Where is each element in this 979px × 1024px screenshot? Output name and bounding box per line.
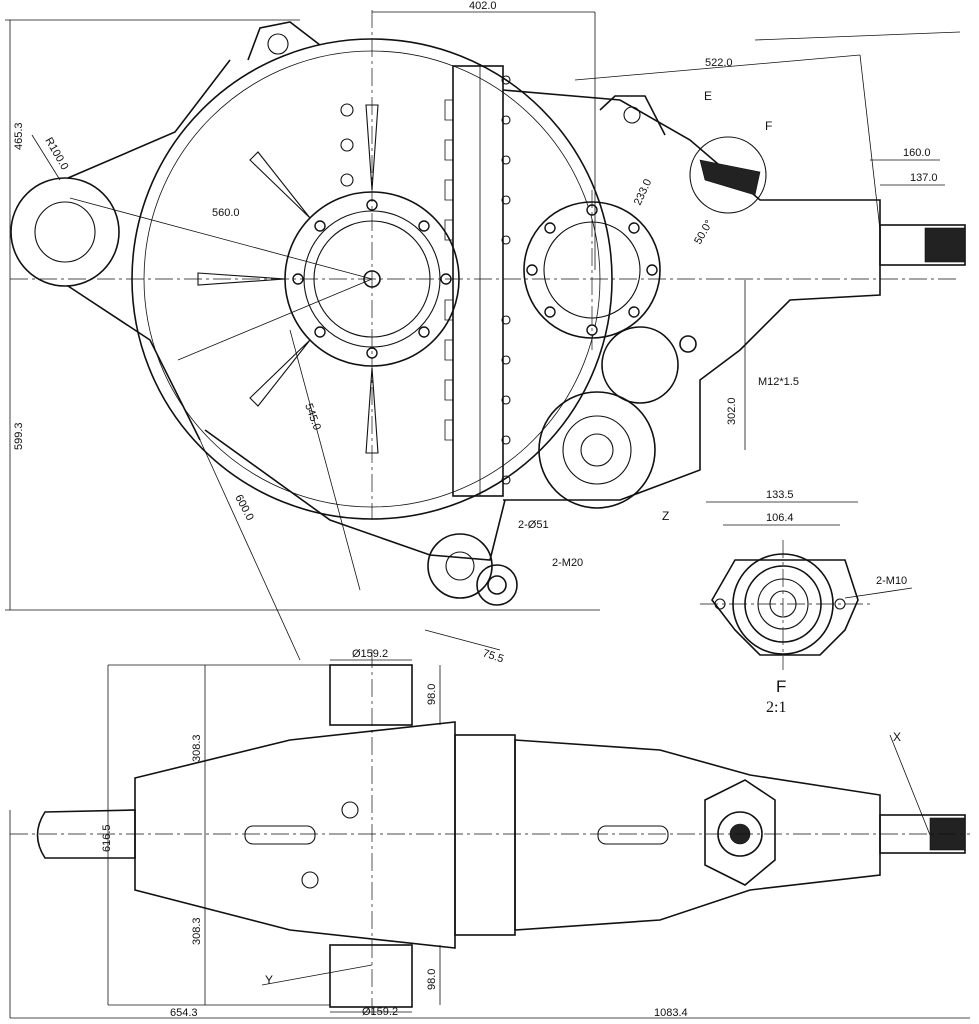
dim-160: 160.0 [903, 147, 931, 159]
dim-98-top: 98.0 [426, 684, 438, 705]
dim-545: 545.0 [302, 402, 323, 432]
plan-left-eye [36, 809, 136, 859]
label-x: X [893, 730, 901, 744]
detail-f-scale: 2:1 [766, 699, 786, 716]
dim-233: 233.0 [632, 177, 655, 207]
detail-f: 133.5 106.4 2-M10 F 2:1 [700, 489, 913, 716]
label-z: Z [662, 509, 669, 523]
detail-f-name: F [776, 677, 786, 696]
dim-angle50: 50.0° [692, 218, 715, 246]
split-flange [452, 65, 504, 497]
detail-e-part [699, 159, 761, 196]
right-housing [502, 89, 881, 501]
plan-top-hub [329, 664, 413, 726]
plan-hex-boss [704, 779, 776, 886]
dim-599: 599.3 [13, 422, 25, 450]
dim-hole51: 2-Ø51 [518, 519, 549, 531]
label-e: E [704, 89, 712, 103]
side-view [10, 10, 966, 606]
dim-m20: 2-M20 [552, 557, 583, 569]
dim-465: 465.3 [13, 122, 25, 150]
dim-98-bot: 98.0 [426, 969, 438, 990]
pump-cover [601, 326, 679, 404]
lower-stud-boss [476, 564, 518, 606]
dim-dia159-bot: Ø159.2 [362, 1006, 398, 1018]
dim-137: 137.0 [910, 172, 938, 184]
dim-m10: 2-M10 [876, 575, 907, 587]
plan-flange [454, 734, 516, 936]
dim-106: 106.4 [766, 512, 794, 524]
top-lug-hole [267, 33, 289, 55]
label-y: Y [265, 973, 273, 987]
right-flange-bolts [526, 204, 658, 336]
dim-133: 133.5 [766, 489, 794, 501]
detail-e-circle [689, 136, 767, 214]
dim-654: 654.3 [170, 1007, 198, 1019]
plan-dimensions: Ø159.2 98.0 308.3 616.5 308.3 98.0 Ø159.… [9, 648, 970, 1019]
right-lug [599, 95, 666, 136]
dim-616: 616.5 [101, 824, 113, 852]
dim-308-top: 308.3 [191, 734, 203, 762]
shaft-spline [924, 227, 966, 263]
side-dimensions: 402.0 R100.0 465.3 599.3 560.0 545.0 600… [5, 0, 961, 665]
left-mount-eye [10, 177, 120, 287]
dim-dia159-top: Ø159.2 [352, 648, 388, 660]
dim-m12: M12*1.5 [758, 376, 799, 388]
flange-bolts [501, 75, 511, 485]
dim-560: 560.0 [212, 207, 240, 219]
detail-f-flange [711, 559, 859, 656]
plan-view [10, 650, 970, 1015]
dim-1083: 1083.4 [654, 1007, 688, 1019]
dim-75: 75.5 [481, 647, 505, 665]
left-mount-hole [34, 201, 96, 263]
dim-308-bot: 308.3 [191, 917, 203, 945]
label-f: F [765, 119, 772, 133]
dim-top-width: 402.0 [469, 0, 497, 12]
left-mount-arm [67, 59, 231, 441]
lower-boss [538, 391, 656, 509]
lower-eye [427, 533, 493, 599]
plan-right-body [514, 739, 881, 931]
plan-left-body [134, 721, 456, 949]
gear-teeth [444, 99, 453, 441]
dim-522: 522.0 [705, 57, 733, 69]
dim-r100: R100.0 [42, 136, 70, 173]
plan-bottom-hub [329, 944, 413, 1008]
top-lug [247, 21, 321, 61]
dim-302: 302.0 [726, 397, 738, 425]
lower-arm [204, 429, 506, 561]
